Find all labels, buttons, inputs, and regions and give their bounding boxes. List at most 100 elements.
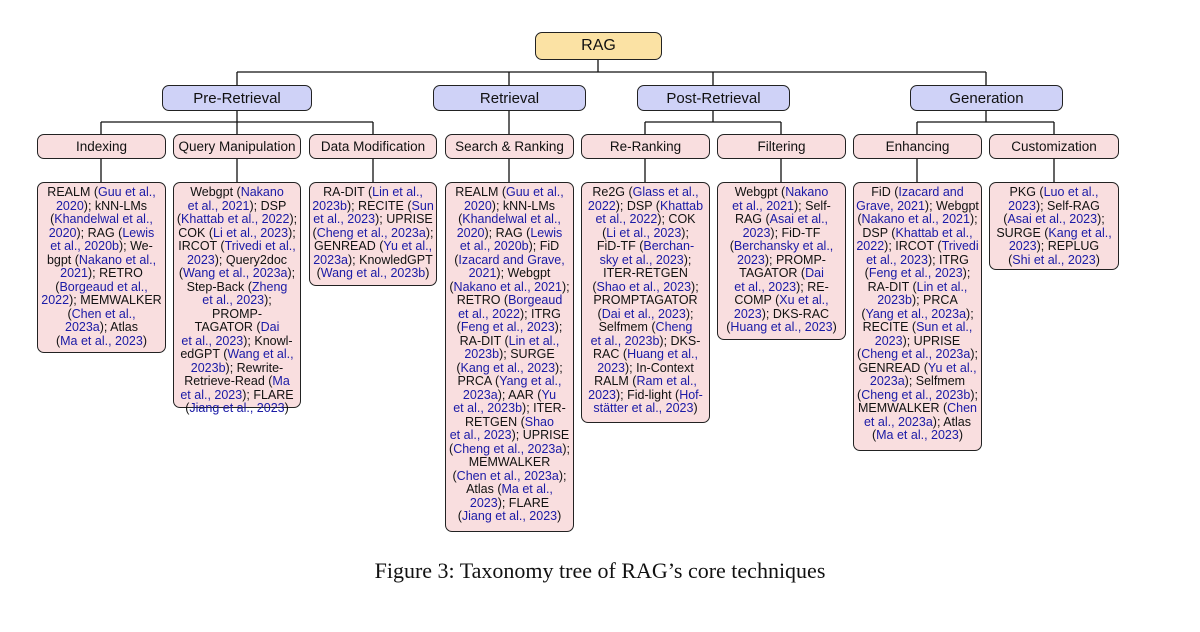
method-text: TAGATOR ( xyxy=(739,266,806,280)
citation-text: Trivedi xyxy=(941,239,979,253)
citation-text: 2021 xyxy=(468,266,497,280)
method-text: ); RAG ( xyxy=(484,225,531,240)
citation-text: 2020 xyxy=(456,225,485,240)
method-text: ); ITER- xyxy=(522,401,566,415)
method-text: ( xyxy=(185,401,190,415)
leaf-line: REALM (Guu et al., xyxy=(40,185,163,200)
citation-text: Khattab et al., xyxy=(895,225,973,240)
citation-text: Shao et al., 2023 xyxy=(596,279,692,294)
leaf-line: 2023); REPLUG xyxy=(992,239,1116,254)
method-text: ) xyxy=(832,320,837,334)
method-text: PRCA ( xyxy=(457,374,500,388)
leaf-line: (Dai et al., 2023); xyxy=(584,306,707,322)
method-text: ) xyxy=(142,333,148,348)
leaf-line: stätter et al., 2023) xyxy=(584,401,707,416)
leaf-line: Step-Back (Zheng xyxy=(176,279,298,295)
method-text: ); Knowl- xyxy=(243,333,293,348)
citation-text: 2023 xyxy=(588,387,616,402)
leaf-line: COMP (Xu et al., xyxy=(720,293,843,308)
citation-text: Nakano et al., 2021 xyxy=(861,212,970,226)
citation-text: Kang et al., xyxy=(1048,225,1112,240)
method-text: ); xyxy=(288,225,296,240)
leaf-line: (Jiang et al., 2023) xyxy=(448,509,571,524)
leaf-line: et al., 2022); COK xyxy=(584,212,707,227)
citation-text: Chen et al., 2023a xyxy=(456,468,559,483)
method-text: ); Fid-light ( xyxy=(615,387,680,402)
method-text: ); RETRO xyxy=(87,266,143,280)
citation-text: Dai et al., 2023 xyxy=(601,306,686,321)
leaf-line: RETGEN (Shao xyxy=(448,414,571,430)
citation-text: Guu et al., xyxy=(98,185,156,199)
leaf-line: RA-DIT (Lin et al., xyxy=(856,280,979,295)
citation-text: Glass et al., xyxy=(632,185,699,199)
node-retrieval: Retrieval xyxy=(433,85,586,111)
leaf-line: COK (Li et al., 2023); xyxy=(176,225,298,241)
citation-text: Yang et al., xyxy=(499,374,562,388)
method-text: ); IRCOT ( xyxy=(884,239,942,253)
citation-text: Lewis xyxy=(122,225,155,240)
leaf-line: (Shi et al., 2023) xyxy=(992,253,1116,268)
method-text: ( xyxy=(55,279,60,294)
citation-text: Lin et al., xyxy=(508,333,560,348)
citation-text: Guu et al., xyxy=(506,185,564,199)
citation-text: 2022 xyxy=(41,293,70,307)
leaf-line: (Khattab et al., 2022); xyxy=(176,212,298,227)
method-text: ); xyxy=(289,212,298,226)
method-text: ) xyxy=(693,401,698,415)
leaf-line: et al., 2023); RE- xyxy=(720,279,843,295)
citation-text: et al., 2020b xyxy=(459,239,529,253)
leaf-line: Webgpt (Nakano xyxy=(176,185,298,200)
method-text: ); FiD xyxy=(528,239,560,253)
leaf-line: 2023a); AAR (Yu xyxy=(448,388,571,403)
method-text: ( xyxy=(458,212,463,226)
method-text: ); kNN-LMs xyxy=(83,198,147,213)
citation-text: Grave, 2021 xyxy=(856,198,925,213)
node-filtering: Filtering xyxy=(717,134,846,159)
method-text: Re2G ( xyxy=(592,185,633,199)
citation-text: et al., 2023b xyxy=(453,401,523,415)
citation-text: 2023 xyxy=(874,333,903,348)
method-text: ( xyxy=(312,225,317,240)
citation-text: Ram et al., xyxy=(636,374,697,388)
method-text: ); kNN-LMs xyxy=(491,198,555,213)
node-re-ranking: Re-Ranking xyxy=(581,134,710,159)
citation-text: Nakano xyxy=(240,185,284,199)
method-text: FiD-TF ( xyxy=(596,239,644,253)
citation-text: et al., 2023 xyxy=(734,279,797,294)
leaf-line: PROMPTAGATOR xyxy=(584,293,707,308)
citation-text: Khattab xyxy=(659,198,704,213)
citation-text: Shao xyxy=(524,414,554,429)
method-text: ); Atlas xyxy=(99,320,138,334)
method-text: ) xyxy=(958,428,964,442)
method-text: ( xyxy=(454,252,459,267)
leaf-line: 2021); RETRO xyxy=(40,266,163,281)
leaf-line: GENREAD (Yu et al., xyxy=(856,361,979,376)
citation-text: Berchansky et al., xyxy=(733,239,834,253)
leaf-line: 2023); Query2doc xyxy=(176,253,298,268)
leaf-line: Webgpt (Nakano xyxy=(720,185,843,200)
method-text: ); ITRG xyxy=(927,252,969,267)
leaf-line: PRCA (Yang et al., xyxy=(448,374,571,389)
leaf-search-ranking-papers: REALM (Guu et al.,2020); kNN-LMs(Khandel… xyxy=(445,182,574,532)
method-text: ); xyxy=(969,212,978,226)
method-text: ); xyxy=(562,441,570,456)
citation-text: et al., 2023 xyxy=(181,333,244,348)
method-text: ( xyxy=(1003,212,1008,226)
method-text: ); Webgpt xyxy=(496,266,551,280)
leaf-line: 2023b); Rewrite- xyxy=(176,361,298,376)
citation-text: Dai xyxy=(805,266,824,280)
citation-text: 2023a xyxy=(65,320,100,334)
citation-text: et al., 2023a xyxy=(863,414,933,429)
leaf-line: (Shao et al., 2023); xyxy=(584,279,707,295)
method-text: COK ( xyxy=(178,225,214,240)
citation-text: Cheng et al., 2023a xyxy=(861,347,971,361)
method-text: ); FLARE xyxy=(497,495,550,510)
leaf-line: RA-DIT (Lin et al., xyxy=(448,333,571,349)
citation-text: Huang et al., xyxy=(627,347,698,361)
method-text: Step-Back ( xyxy=(186,279,252,294)
citation-text: Wang et al., 2023a xyxy=(183,266,288,280)
leaf-line: et al., 2023); PROMP- xyxy=(176,293,298,321)
leaf-line: et al., 2023a); Atlas xyxy=(856,414,979,430)
